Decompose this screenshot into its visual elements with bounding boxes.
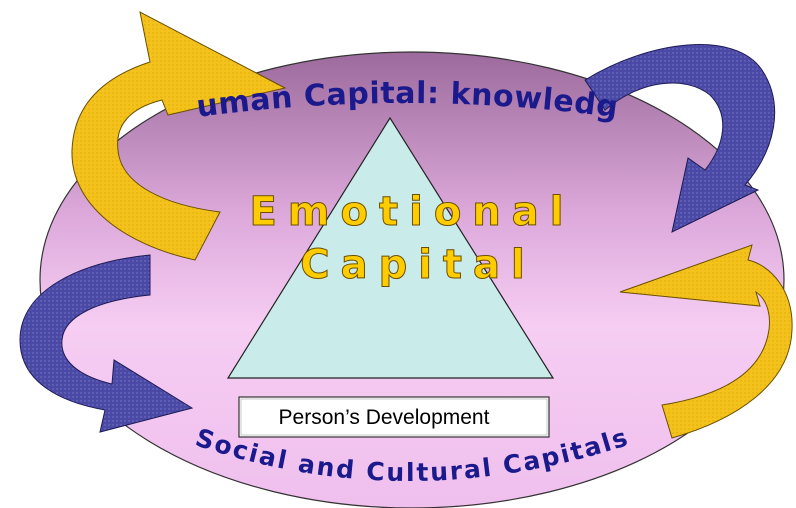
gold-arrow-right (619, 244, 793, 439)
person-development-label: Person’s Development (279, 406, 490, 429)
blue-arrow-top-right (584, 44, 776, 233)
emotional-capital-triangle (226, 116, 555, 379)
emotional-label-line2: Capital (300, 242, 536, 288)
emotional-label-line1: Emotional (250, 189, 575, 235)
gold-arrow-top-left (71, 11, 287, 261)
blue-arrow-bottom-left (19, 254, 194, 433)
